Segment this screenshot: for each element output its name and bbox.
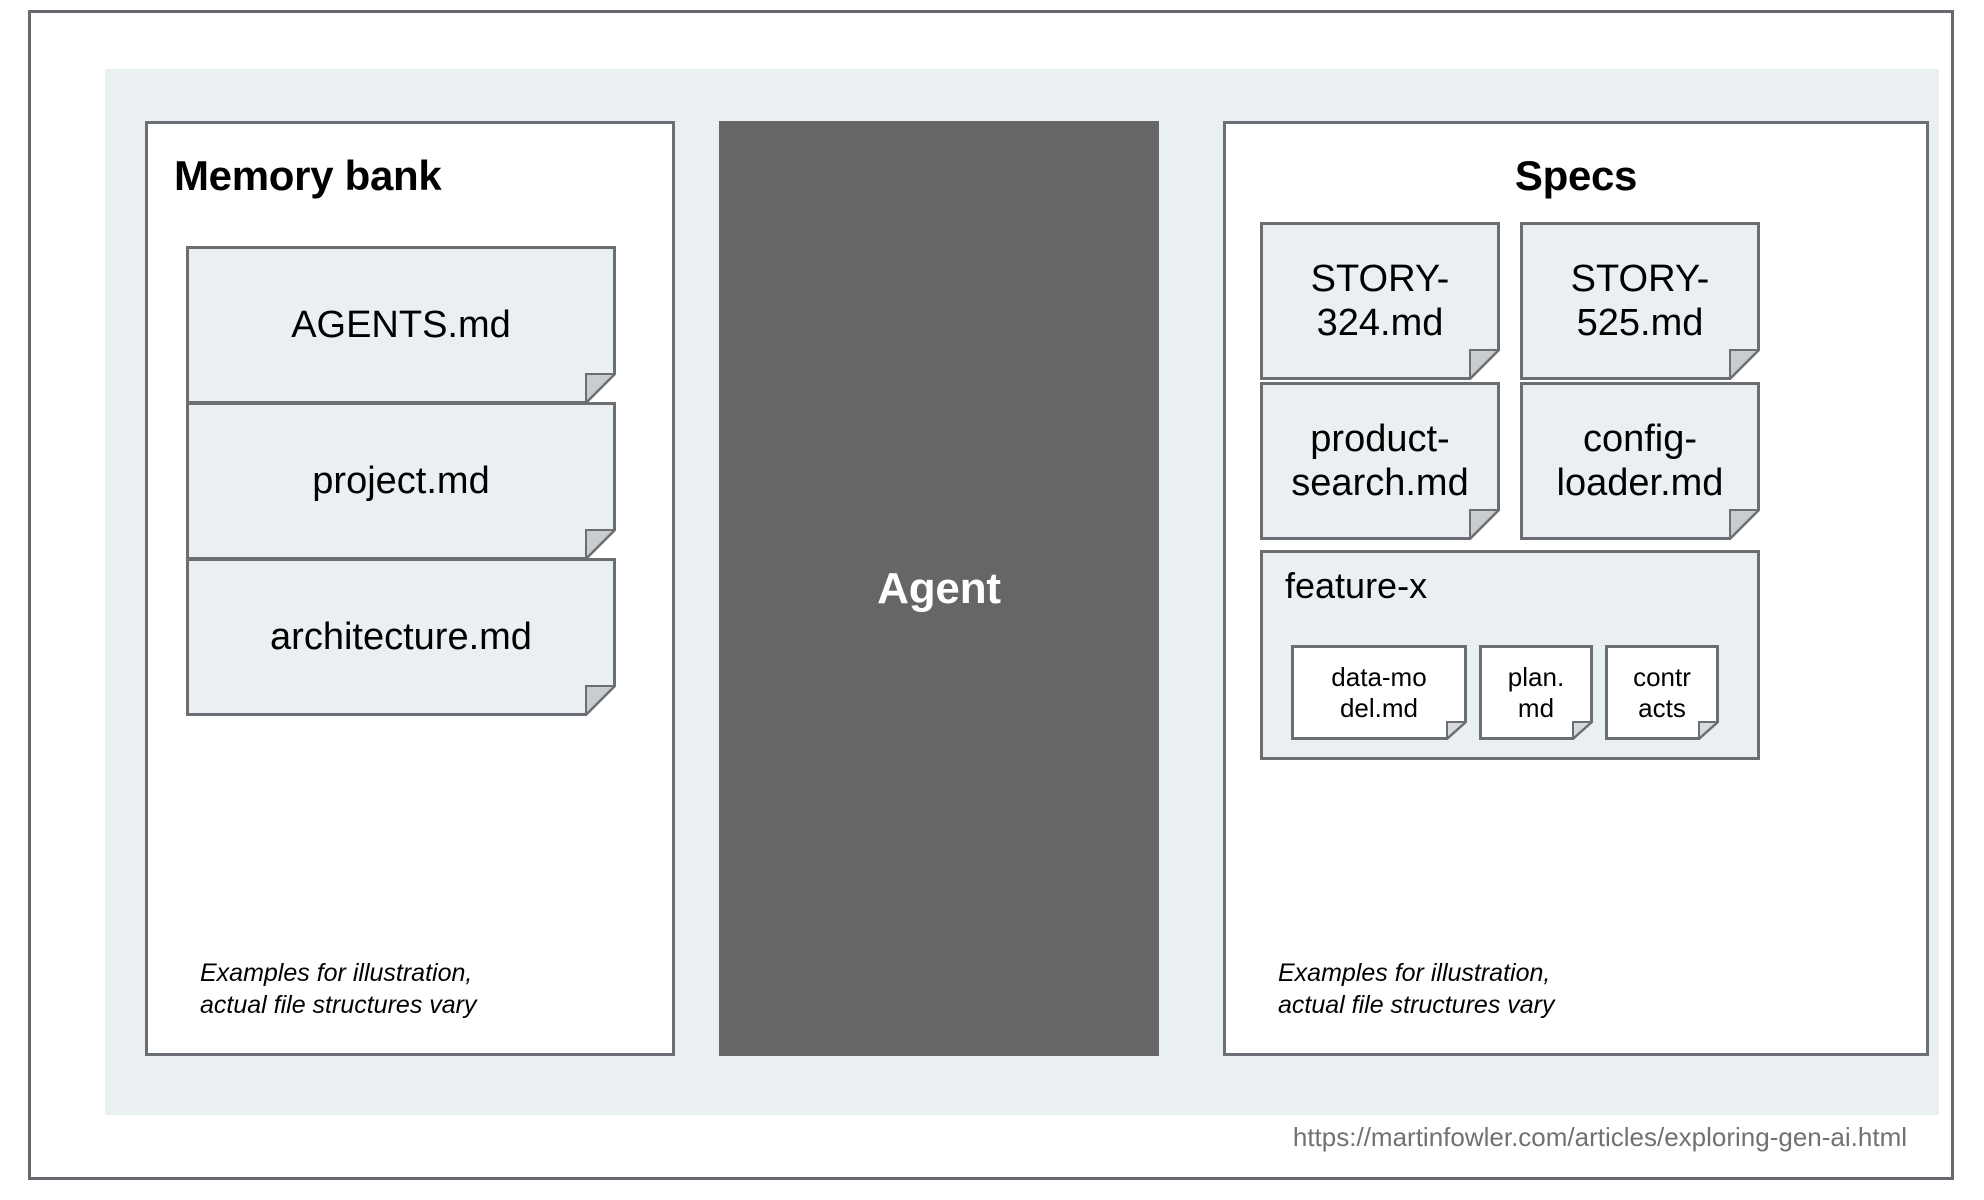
- document-note-icon: [1260, 222, 1500, 380]
- specs-caption: Examples for illustration, actual file s…: [1278, 959, 1555, 1019]
- document-note-icon: [186, 558, 616, 716]
- document-note-icon: [1291, 645, 1467, 740]
- note-label: project.md: [312, 459, 490, 502]
- note-config-loader-md[interactable]: config- loader.md: [1520, 382, 1760, 540]
- note-project-md[interactable]: project.md: [186, 402, 616, 560]
- document-note-icon: [1260, 382, 1500, 540]
- feature-x-group: feature-x data-mo del.md plan. md: [1260, 550, 1760, 760]
- note-data-model-md[interactable]: data-mo del.md: [1291, 645, 1467, 740]
- note-plan-md[interactable]: plan. md: [1479, 645, 1593, 740]
- outer-frame: Memory bank AGENTS.md project.md: [28, 10, 1954, 1180]
- source-url[interactable]: https://martinfowler.com/articles/explor…: [1292, 1122, 1907, 1152]
- note-label: STORY- 324.md: [1310, 257, 1450, 344]
- document-note-icon: [1479, 645, 1593, 740]
- note-story-324-md[interactable]: STORY- 324.md: [1260, 222, 1500, 380]
- document-note-icon: [186, 402, 616, 560]
- memory-bank-title: Memory bank: [174, 152, 442, 199]
- note-label: plan. md: [1507, 662, 1565, 723]
- note-architecture-md[interactable]: architecture.md: [186, 558, 616, 716]
- agent-label: Agent: [877, 563, 1001, 613]
- note-label: architecture.md: [270, 615, 532, 658]
- feature-x-title: feature-x: [1285, 565, 1428, 606]
- document-note-icon: [1605, 645, 1719, 740]
- note-label: product- search.md: [1291, 417, 1469, 504]
- note-label: contr acts: [1633, 662, 1691, 723]
- note-agents-md[interactable]: AGENTS.md: [186, 246, 616, 404]
- specs-title: Specs: [1514, 152, 1638, 199]
- note-label: config- loader.md: [1556, 417, 1724, 504]
- document-note-icon: [1520, 222, 1760, 380]
- note-story-525-md[interactable]: STORY- 525.md: [1520, 222, 1760, 380]
- memory-bank-caption: Examples for illustration, actual file s…: [200, 959, 477, 1019]
- note-product-search-md[interactable]: product- search.md: [1260, 382, 1500, 540]
- note-label: data-mo del.md: [1331, 662, 1427, 723]
- document-note-icon: [186, 246, 616, 404]
- memory-bank-panel: Memory bank AGENTS.md project.md: [145, 121, 675, 1056]
- note-label: AGENTS.md: [291, 303, 511, 346]
- document-note-icon: [1520, 382, 1760, 540]
- agent-box[interactable]: Agent: [719, 121, 1159, 1056]
- specs-panel: Specs STORY- 324.md STORY- 525.md: [1223, 121, 1929, 1056]
- note-label: STORY- 525.md: [1570, 257, 1710, 344]
- note-contracts[interactable]: contr acts: [1605, 645, 1719, 740]
